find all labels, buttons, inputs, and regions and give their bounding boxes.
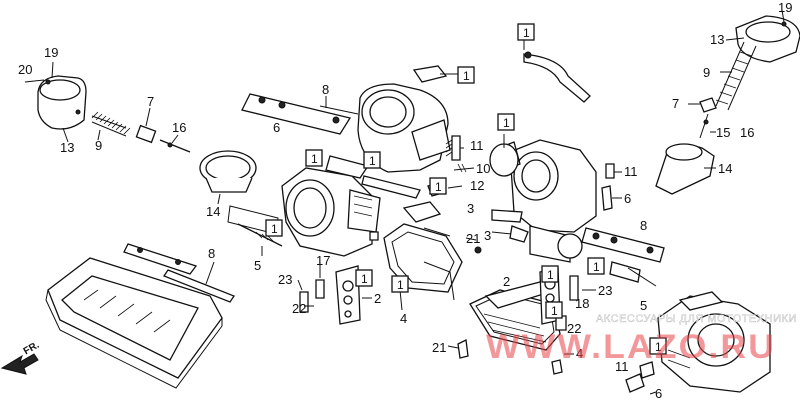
svg-text:1: 1 [523,26,530,40]
right-spring [715,41,757,111]
callout-20: 20 [18,62,32,77]
center-carb-body-lower [281,155,381,257]
boxed-label: 1 [649,337,667,355]
svg-text:1: 1 [369,154,376,168]
center-small-screw [369,135,461,241]
center-right-float-bowl [469,281,561,351]
center-float-bowl-gasket [383,201,463,311]
center-right-carb-body [489,134,597,263]
callout-8: 8 [640,218,647,233]
boxed-label: 1 [363,151,381,169]
callout-7: 7 [147,94,154,109]
center-jet-stack [297,262,372,325]
callout-15: 15 [716,125,730,140]
callout-22: 22 [292,301,306,316]
left-bottom-airbox [45,243,223,389]
right-lower-carb-body [625,291,771,395]
callout-18: 18 [575,296,589,311]
callout-9: 9 [95,138,102,153]
callout-11: 11 [624,164,638,179]
callout-9: 9 [703,65,710,80]
left-diaphragm-ring [199,150,257,205]
callout-23: 23 [278,272,292,287]
boxed-label: 1 [305,149,323,167]
boxed-label: 1 [541,265,559,283]
callout-10: 10 [476,161,490,176]
callout-22: 22 [567,321,581,336]
svg-text:1: 1 [463,69,470,83]
svg-text:1: 1 [655,340,662,354]
callout-6: 6 [273,120,280,135]
left-top-cap-assembly [24,61,87,143]
callout-12: 12 [470,178,484,193]
left-top-spring [91,111,131,141]
callout-6: 6 [655,386,662,401]
callout-16: 16 [740,125,754,140]
callout-13: 13 [60,140,74,155]
callout-4: 4 [400,311,407,326]
callout-19: 19 [778,0,792,15]
right-pilot-screws [601,163,622,211]
left-top-needle-holder [135,107,191,153]
right-piston [655,143,716,195]
right-needle-clip [688,97,717,139]
svg-text:1: 1 [435,180,442,194]
svg-text:1: 1 [593,260,600,274]
svg-text:1: 1 [547,268,554,282]
boxed-label: 1 [497,113,515,131]
callout-21: 21 [466,231,480,246]
callout-16: 16 [172,120,186,135]
callout-17: 17 [316,253,330,268]
front-marker-label: FR. [22,340,42,358]
boxed-label: 1 [545,301,563,319]
boxed-label: 1 [391,275,409,293]
callout-8: 8 [208,246,215,261]
center-right-drain-screw [447,339,574,375]
boxed-label: 1 [265,219,283,237]
callout-2: 2 [374,291,381,306]
left-bottom-long-gasket [163,261,235,303]
callout-11: 11 [470,138,484,153]
svg-text:1: 1 [503,116,510,130]
right-float-bowl-assembly [581,227,665,287]
callout-3: 3 [484,228,491,243]
center-right-needle-parts [465,225,583,259]
boxed-label: 1 [517,23,535,41]
svg-text:1: 1 [271,222,278,236]
callout-2: 2 [503,274,510,289]
center-top-small-gasket [412,65,458,83]
center-right-upper-hose [523,40,591,103]
svg-text:1: 1 [311,152,318,166]
callout-14: 14 [718,161,732,176]
front-direction-marker: FR. [0,340,42,375]
svg-text:1: 1 [397,278,404,292]
callout-6: 6 [624,191,631,206]
watermark-line1: АКСЕССУАРЫ ДЛЯ МОТОТЕХНИКИ [596,313,797,325]
boxed-label: 1 [355,269,373,287]
callout-21: 21 [432,340,446,355]
right-top-cap [725,9,800,63]
callout-11: 11 [615,359,629,374]
watermark: АКСЕССУАРЫ ДЛЯ МОТОТЕХНИКИ WWW.LAZO.RU [486,313,797,366]
svg-text:1: 1 [361,272,368,286]
callout-labels: 19 20 13 9 7 16 14 8 6 5 8 11 10 12 3 3 … [18,0,792,401]
center-carb-body-upper [241,83,451,173]
callout-8: 8 [322,82,329,97]
callout-5: 5 [254,258,261,273]
boxed-label: 1 [457,66,475,84]
callout-5: 5 [640,298,647,313]
svg-text:1: 1 [551,304,558,318]
callout-23: 23 [598,283,612,298]
callout-7: 7 [672,96,679,111]
callout-13: 13 [710,32,724,47]
callout-19: 19 [44,45,58,60]
callout-4: 4 [576,346,583,361]
boxed-label: 1 [429,177,447,195]
callout-3: 3 [467,201,474,216]
callout-14: 14 [206,204,220,219]
watermark-line2: WWW.LAZO.RU [486,328,776,366]
boxed-label: 1 [587,257,605,275]
boxed-part-labels: 1 1 1 1 1 1 1 1 1 1 1 1 1 1 1 1 [265,23,667,355]
